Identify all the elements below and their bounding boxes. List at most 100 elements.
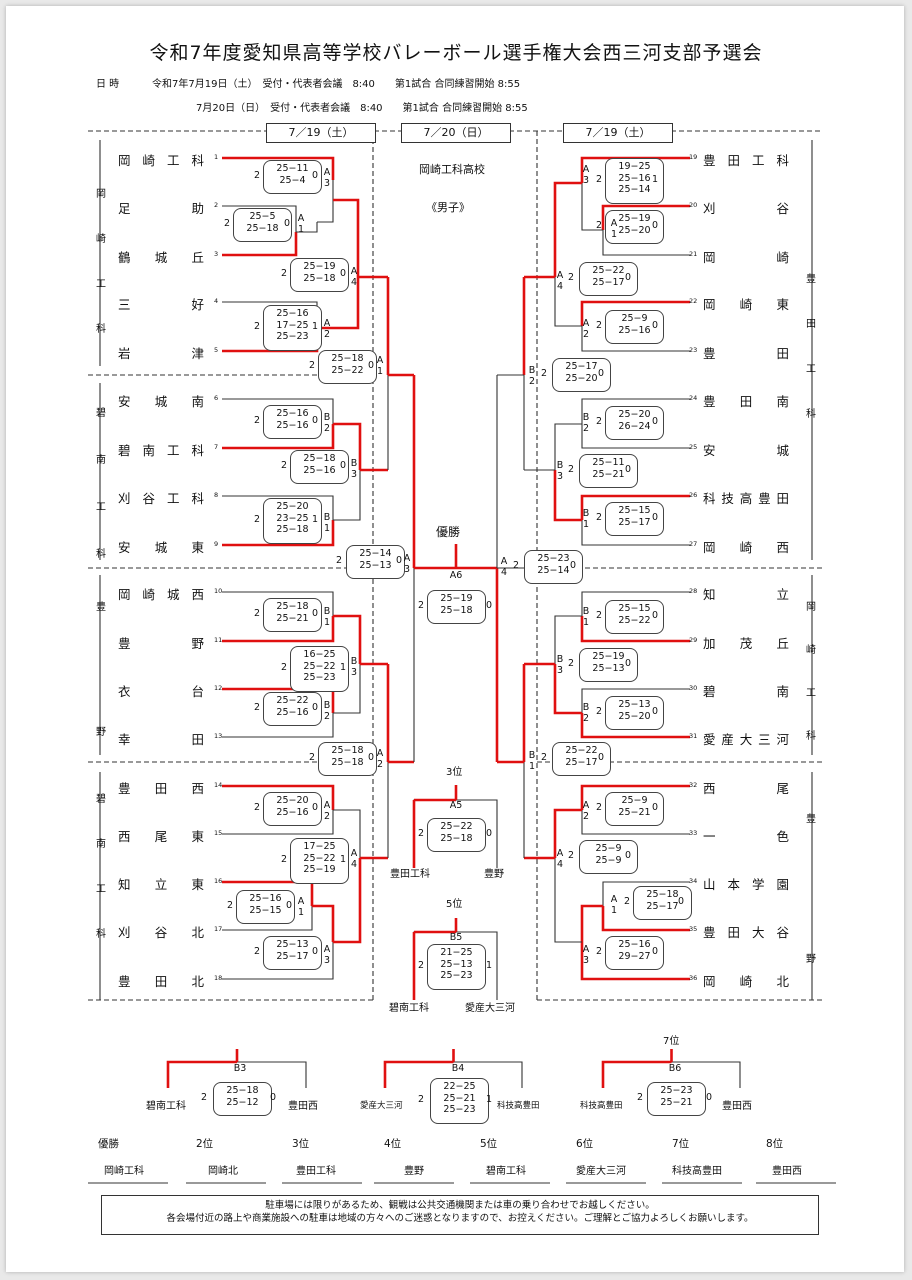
team-char: 西 bbox=[191, 781, 204, 796]
group-2-label-char-3: 科 bbox=[96, 549, 106, 560]
team-num-24: 24 bbox=[689, 394, 698, 402]
team-char: 城 bbox=[776, 443, 789, 458]
team-right-31: 愛産大三河 bbox=[703, 729, 789, 748]
group-1-label-char-3: 科 bbox=[96, 324, 106, 335]
b6-title: 7位 bbox=[663, 1036, 680, 1047]
team-num-16: 16 bbox=[214, 877, 223, 885]
bracket-line bbox=[581, 688, 690, 713]
group-1-label-char-1: 崎 bbox=[96, 234, 106, 245]
match-15-sets-a: 2 bbox=[281, 854, 288, 865]
match-32-label: A 4 bbox=[556, 848, 564, 870]
b4-left-team: 愛産大三河 bbox=[360, 1101, 403, 1111]
bracket-sheet bbox=[6, 6, 904, 1272]
group-6-label-char-2: 工 bbox=[806, 688, 816, 699]
team-left-14: 豊田西 bbox=[118, 778, 204, 797]
match-32-sets-b: 0 bbox=[625, 850, 632, 861]
match-5-scores: 25−18 25−22 bbox=[318, 350, 377, 384]
team-char: 科 bbox=[191, 153, 204, 168]
match-17-sets-a: 2 bbox=[254, 946, 261, 957]
bracket-line bbox=[580, 300, 690, 326]
team-char: 西 bbox=[703, 781, 716, 796]
team-char: 北 bbox=[776, 974, 789, 989]
team-right-20: 刈谷 bbox=[703, 198, 789, 217]
team-left-9: 安城東 bbox=[118, 537, 204, 556]
team-char: 岡 bbox=[118, 153, 131, 168]
match-20-scores: 25−22 25−17 bbox=[579, 262, 638, 296]
category: 《男子》 bbox=[426, 201, 470, 214]
bracket-line bbox=[222, 942, 334, 980]
match-2-sets-a: 2 bbox=[224, 218, 231, 229]
match-31-sets-a: 2 bbox=[596, 802, 603, 813]
match-17-scores: 25−13 25−17 bbox=[263, 936, 322, 970]
bracket-line bbox=[296, 222, 318, 233]
team-num-10: 10 bbox=[214, 587, 223, 595]
team-right-30: 碧南 bbox=[703, 681, 789, 700]
match-9-label: A 3 bbox=[403, 553, 411, 575]
match-30-scores: 25−22 25−17 bbox=[552, 742, 611, 776]
result-place-5: 5位 bbox=[480, 1138, 498, 1150]
bracket-line bbox=[333, 422, 362, 470]
day-left: 7／19（土） bbox=[266, 123, 376, 143]
match-14-scores: 25−20 25−16 bbox=[263, 792, 322, 826]
team-num-29: 29 bbox=[689, 636, 698, 644]
match-19-label: A 1 bbox=[610, 218, 618, 240]
bracket-line bbox=[580, 494, 690, 520]
match-19-sets-b: 0 bbox=[652, 220, 659, 231]
b3-right-team: 豊田西 bbox=[288, 1101, 318, 1112]
b4-scores: 22−25 25−21 25−23 bbox=[430, 1078, 489, 1124]
team-char: 東 bbox=[191, 877, 204, 892]
team-char: 城 bbox=[154, 250, 168, 265]
team-char: 崎 bbox=[739, 297, 753, 312]
team-char: 岡 bbox=[703, 250, 716, 265]
team-left-1: 岡崎工科 bbox=[118, 150, 204, 169]
team-num-1: 1 bbox=[214, 153, 219, 161]
match-33-sets-a: 2 bbox=[624, 896, 631, 907]
match-33-label: A 1 bbox=[610, 894, 618, 916]
match-10-scores: 25−18 25−21 bbox=[263, 598, 322, 632]
bracket-line bbox=[602, 881, 690, 906]
match-21-label: A 2 bbox=[582, 318, 590, 340]
bracket-line bbox=[580, 784, 690, 810]
match-3-label: A 4 bbox=[350, 266, 358, 288]
match-13-scores: 25−18 25−18 bbox=[318, 742, 377, 776]
b3-sets-a: 2 bbox=[201, 1092, 208, 1103]
team-char: 丘 bbox=[776, 636, 789, 651]
match-5-sets-b: 0 bbox=[368, 360, 375, 371]
team-char: 立 bbox=[776, 587, 789, 602]
match-31-sets-b: 0 bbox=[652, 802, 659, 813]
team-char: 加 bbox=[703, 636, 716, 651]
b6-left-team: 科技高豊田 bbox=[580, 1101, 623, 1111]
match-34-sets-b: 0 bbox=[652, 946, 659, 957]
match-24-sets-b: 0 bbox=[625, 464, 632, 475]
match-19-sets-a: 2 bbox=[596, 220, 603, 231]
b4-right-team: 科技高豊田 bbox=[497, 1101, 540, 1111]
team-char: 南 bbox=[776, 684, 789, 699]
team-num-27: 27 bbox=[689, 540, 698, 548]
match-5-label: A 1 bbox=[376, 355, 384, 377]
bracket-line bbox=[312, 904, 335, 942]
team-char: 河 bbox=[776, 732, 789, 747]
final-title: 優勝 bbox=[436, 525, 461, 539]
team-char: 立 bbox=[154, 877, 168, 892]
match-31-scores: 25−9 25−21 bbox=[605, 792, 664, 826]
group-4-label-char-0: 碧 bbox=[96, 794, 106, 805]
team-char: 田 bbox=[776, 491, 789, 506]
team-char: 工 bbox=[166, 491, 180, 506]
match-17-sets-b: 0 bbox=[312, 946, 319, 957]
team-char: 本 bbox=[727, 877, 740, 892]
team-char: 学 bbox=[751, 877, 765, 892]
third-title: 3位 bbox=[446, 767, 463, 778]
bracket-line bbox=[554, 423, 582, 470]
group-6-label-char-1: 崎 bbox=[806, 645, 816, 656]
team-char: 刈 bbox=[118, 925, 131, 940]
group-7-label-char-1: 野 bbox=[806, 954, 816, 965]
team-right-23: 豊田 bbox=[703, 343, 789, 362]
match-30-sets-b: 0 bbox=[598, 752, 605, 763]
bracket-line bbox=[333, 809, 361, 858]
bracket-line bbox=[317, 180, 334, 223]
team-char: 三 bbox=[118, 297, 131, 312]
team-char: 崎 bbox=[739, 974, 753, 989]
third-label: A5 bbox=[449, 800, 463, 811]
match-4-label: A 2 bbox=[323, 318, 331, 340]
match-4-sets-a: 2 bbox=[254, 321, 261, 332]
